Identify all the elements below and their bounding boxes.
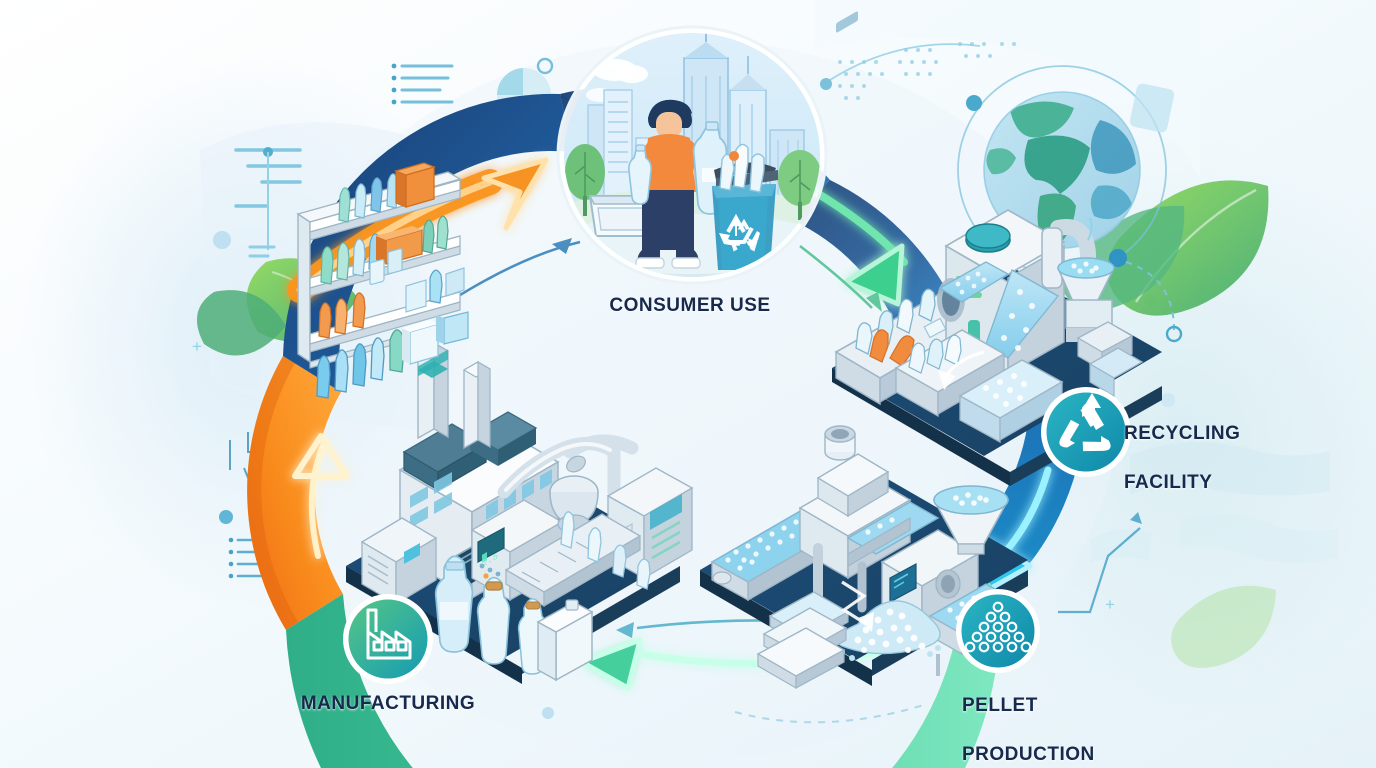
pellet-production-line-1: PELLET xyxy=(962,695,1038,717)
flake-crates xyxy=(1076,321,1144,398)
stage-label-recycling-facility: RECYCLING FACILITY xyxy=(1124,398,1314,520)
leaf-bottomright xyxy=(1171,585,1276,668)
recycling-facility-line-1: RECYCLING xyxy=(1124,423,1241,445)
shelf-row-3 xyxy=(318,248,465,339)
svg-text:+: + xyxy=(1105,595,1115,614)
scene-pellet-production xyxy=(700,11,1028,690)
pellet-pyramid-icon xyxy=(964,601,1032,653)
badge-recycling-facility[interactable] xyxy=(1041,387,1131,477)
filling-conveyor xyxy=(504,511,651,608)
recycling-facility-line-2: FACILITY xyxy=(1124,471,1213,493)
flow-arrow-manufacturing-to-retail xyxy=(247,356,350,630)
bottles-in-bin xyxy=(719,143,765,193)
stage-label-manufacturing: MANUFACTURING xyxy=(300,693,476,714)
pellet-production-line-2: PRODUCTION xyxy=(962,743,1095,765)
scene-retail-shelf xyxy=(296,162,469,399)
aux-machine xyxy=(360,517,438,606)
tree-left xyxy=(565,144,605,216)
stage-label-consumer-use: CONSUMER USE xyxy=(609,295,771,316)
scene-consumer-use xyxy=(556,25,828,285)
badge-pellet-production[interactable] xyxy=(956,589,1040,673)
bottle-held-small xyxy=(628,144,652,205)
factory-icon xyxy=(366,608,412,660)
scene-recycling-facility xyxy=(832,209,1162,486)
decor-chart-fragments: + + xyxy=(192,57,1175,724)
pellet-conveyor-mid xyxy=(846,501,940,568)
bg-shape-topright xyxy=(815,0,1200,180)
flow-arrow-consumer-to-recycling xyxy=(792,180,952,330)
badge-manufacturing[interactable] xyxy=(343,594,433,684)
shelf-row-1 xyxy=(338,162,436,223)
shelf-row-4 xyxy=(316,311,469,399)
conveyor-bottles xyxy=(560,511,651,590)
scene-manufacturing: 2.5 xyxy=(346,341,694,684)
person-consumer xyxy=(628,99,728,269)
world-map-watermark xyxy=(1090,442,1338,564)
finished-bottles xyxy=(434,555,594,682)
svg-text:+: + xyxy=(192,337,202,356)
right-control-unit xyxy=(606,467,694,580)
pellet-hopper xyxy=(932,485,1010,555)
stage-label-pellet-production: PELLET PRODUCTION xyxy=(962,670,1162,768)
hopper-unit xyxy=(1041,217,1116,342)
flake-chute xyxy=(938,261,1059,359)
flake-trays xyxy=(894,329,1064,444)
tree-right xyxy=(778,150,820,220)
pellet-bags xyxy=(756,591,850,690)
thin-arrow-head-top xyxy=(552,238,572,254)
factory-piping-hl xyxy=(504,442,612,492)
